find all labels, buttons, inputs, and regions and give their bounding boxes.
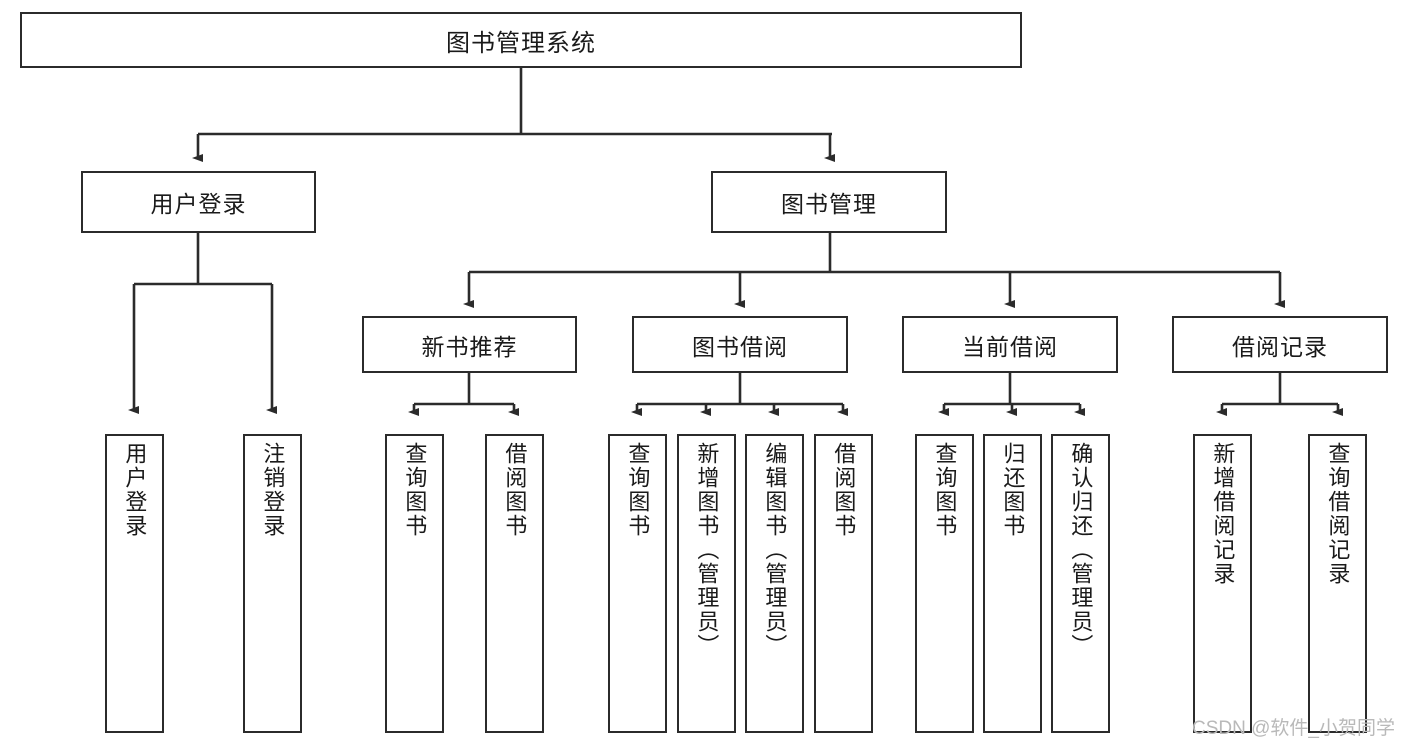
node-user-login-label: 用户登录	[150, 191, 247, 217]
node-leaf-query-book-1[interactable]: 查询图书	[385, 434, 444, 733]
node-new-book-rec-label: 新书推荐	[421, 333, 518, 360]
node-leaf-query-record[interactable]: 查询借阅记录	[1308, 434, 1367, 733]
node-leaf-edit-book[interactable]: 编辑图书（管理员）	[745, 434, 804, 733]
node-leaf-return-book-label: 归还图书	[1000, 442, 1026, 538]
node-leaf-add-book-label: 新增图书（管理员）	[694, 442, 720, 658]
node-borrow-record-label: 借阅记录	[1232, 333, 1328, 360]
node-leaf-add-book[interactable]: 新增图书（管理员）	[677, 434, 736, 733]
node-user-login[interactable]: 用户登录	[81, 171, 316, 233]
node-borrow-record[interactable]: 借阅记录	[1172, 316, 1388, 373]
node-book-manage[interactable]: 图书管理	[711, 171, 947, 233]
node-current-borrow[interactable]: 当前借阅	[902, 316, 1118, 373]
node-book-borrow[interactable]: 图书借阅	[632, 316, 848, 373]
node-leaf-edit-book-label: 编辑图书（管理员）	[762, 442, 788, 658]
node-leaf-borrow-book-2-label: 借阅图书	[831, 442, 857, 538]
node-leaf-borrow-book-1[interactable]: 借阅图书	[485, 434, 544, 733]
node-leaf-borrow-book-1-label: 借阅图书	[502, 442, 528, 538]
node-leaf-query-record-label: 查询借阅记录	[1325, 442, 1351, 586]
node-leaf-user-logout[interactable]: 注销登录	[243, 434, 302, 733]
node-book-manage-label: 图书管理	[781, 191, 877, 217]
node-leaf-add-record[interactable]: 新增借阅记录	[1193, 434, 1252, 733]
node-leaf-query-book-2[interactable]: 查询图书	[608, 434, 667, 733]
node-root-label: 图书管理系统	[446, 29, 596, 57]
node-leaf-user-login-label: 用户登录	[122, 442, 148, 538]
node-leaf-query-book-1-label: 查询图书	[402, 442, 428, 538]
node-leaf-query-book-3[interactable]: 查询图书	[915, 434, 974, 733]
node-leaf-confirm-return-label: 确认归还（管理员）	[1068, 442, 1094, 658]
node-leaf-return-book[interactable]: 归还图书	[983, 434, 1042, 733]
node-leaf-query-book-2-label: 查询图书	[625, 442, 651, 538]
node-leaf-user-login[interactable]: 用户登录	[105, 434, 164, 733]
node-leaf-add-record-label: 新增借阅记录	[1210, 442, 1236, 586]
node-root[interactable]: 图书管理系统	[20, 12, 1022, 68]
node-book-borrow-label: 图书借阅	[692, 333, 788, 360]
node-leaf-query-book-3-label: 查询图书	[932, 442, 958, 538]
node-leaf-user-logout-label: 注销登录	[260, 442, 286, 538]
node-current-borrow-label: 当前借阅	[962, 333, 1058, 360]
node-leaf-borrow-book-2[interactable]: 借阅图书	[814, 434, 873, 733]
node-new-book-rec[interactable]: 新书推荐	[362, 316, 577, 373]
node-leaf-confirm-return[interactable]: 确认归还（管理员）	[1051, 434, 1110, 733]
